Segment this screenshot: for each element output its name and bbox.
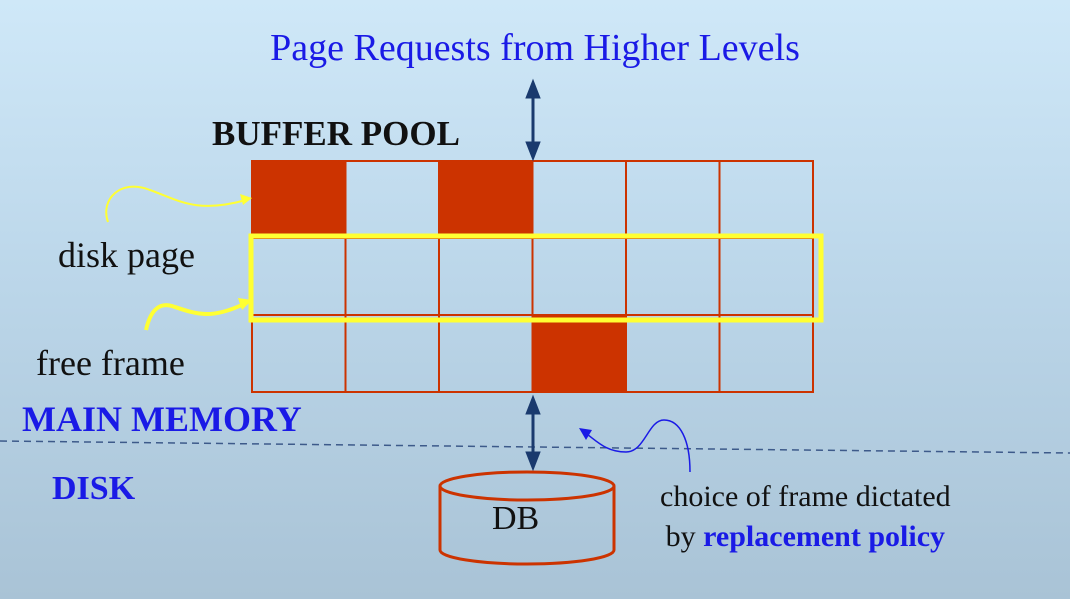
buffer-frame-grid bbox=[251, 160, 814, 393]
free-frame-pointer bbox=[144, 302, 245, 331]
occupied-frame bbox=[251, 160, 347, 239]
buffer-pool-label: BUFFER POOL bbox=[212, 114, 460, 153]
replacement-policy-caption: choice of frame dictated by replacement … bbox=[660, 477, 951, 557]
policy-pointer bbox=[583, 419, 691, 473]
buffer-frame bbox=[438, 237, 534, 316]
disk-page-pointer bbox=[105, 185, 247, 223]
policy-pointer-head bbox=[579, 428, 592, 440]
page-requests-title: Page Requests from Higher Levels bbox=[270, 27, 800, 69]
replacement-policy-keyword: replacement policy bbox=[703, 520, 946, 553]
buffer-frame bbox=[251, 237, 347, 316]
buffer-frame bbox=[625, 237, 721, 316]
disk-page-row-highlight bbox=[248, 233, 824, 323]
buffer-frame bbox=[625, 314, 721, 393]
buffer-frame bbox=[344, 160, 440, 239]
free-frame-pointer-head bbox=[238, 298, 252, 310]
disk-page-pointer-head bbox=[240, 194, 252, 205]
disk-label: DISK bbox=[52, 470, 136, 507]
db-label: DB bbox=[492, 500, 540, 537]
buffer-frame bbox=[718, 237, 814, 316]
buffer-frame bbox=[718, 160, 814, 239]
buffer-frame bbox=[531, 237, 627, 316]
main-memory-label: MAIN MEMORY bbox=[22, 399, 302, 439]
occupied-frame bbox=[438, 160, 534, 239]
policy-line-1: choice of frame dictated bbox=[660, 480, 951, 513]
memory-disk-boundary bbox=[0, 440, 1070, 454]
occupied-frame bbox=[531, 314, 627, 393]
buffer-frame bbox=[718, 314, 814, 393]
disk-transfer-arrow bbox=[525, 394, 541, 472]
buffer-frame bbox=[344, 314, 440, 393]
disk-page-label: disk page bbox=[58, 235, 195, 275]
request-arrow bbox=[525, 78, 541, 162]
policy-line-2-prefix: by bbox=[665, 520, 704, 553]
buffer-frame bbox=[251, 314, 347, 393]
policy-line-2: by replacement policy bbox=[660, 517, 951, 557]
buffer-frame bbox=[531, 160, 627, 239]
buffer-frame bbox=[438, 314, 534, 393]
buffer-frame bbox=[344, 237, 440, 316]
free-frame-label: free frame bbox=[36, 343, 185, 383]
db-cylinder bbox=[438, 470, 616, 566]
buffer-frame bbox=[625, 160, 721, 239]
